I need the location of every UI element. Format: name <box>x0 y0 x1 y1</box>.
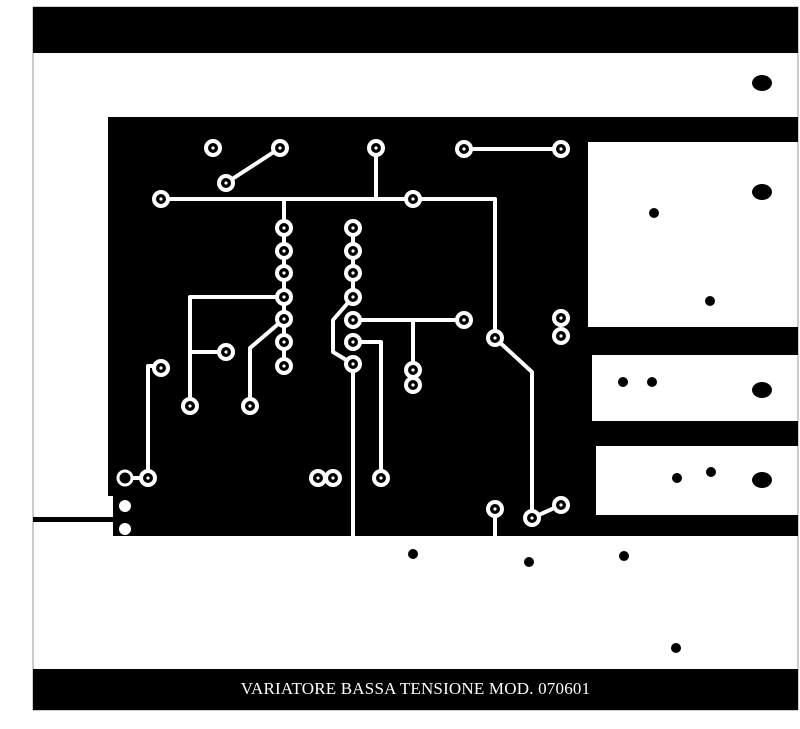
via <box>706 467 716 477</box>
pad-center <box>224 181 228 185</box>
trace <box>248 317 286 408</box>
pad-center <box>351 271 355 275</box>
trace <box>351 340 383 480</box>
via <box>705 296 715 306</box>
pad-center <box>282 317 286 321</box>
pad-center <box>188 404 192 408</box>
pad-center <box>493 507 497 511</box>
pad-center <box>411 197 415 201</box>
pad-center <box>351 340 355 344</box>
pads <box>139 139 570 527</box>
pad-center <box>559 503 563 507</box>
pad-center <box>351 318 355 322</box>
edge-connector <box>116 469 134 535</box>
via <box>524 557 534 567</box>
edge-pad <box>119 523 131 535</box>
via <box>408 549 418 559</box>
pad-center <box>462 147 466 151</box>
pad-center <box>282 249 286 253</box>
pad-center <box>316 476 320 480</box>
pad-center <box>351 249 355 253</box>
edge-trace-left <box>33 517 123 522</box>
pad-center <box>248 404 252 408</box>
bottom-copper-band <box>33 669 798 710</box>
pad-center <box>411 383 415 387</box>
pad-center <box>146 476 150 480</box>
hole <box>752 184 772 200</box>
pad-center <box>374 146 378 150</box>
mounting-holes <box>408 75 772 653</box>
pad-center <box>559 147 563 151</box>
pad-center <box>282 364 286 368</box>
trace <box>188 295 286 408</box>
via <box>618 377 628 387</box>
trace <box>224 146 282 185</box>
hole <box>752 75 772 91</box>
pad-center <box>282 295 286 299</box>
pad-center <box>159 366 163 370</box>
hole <box>752 382 772 398</box>
via <box>671 643 681 653</box>
pad-center <box>462 318 466 322</box>
edge-pad <box>119 500 131 512</box>
pad-center <box>559 334 563 338</box>
pad-center <box>159 197 163 201</box>
pad-center <box>282 271 286 275</box>
top-copper-band <box>33 7 798 53</box>
pad-center <box>278 146 282 150</box>
via <box>672 473 682 483</box>
pad-center <box>351 295 355 299</box>
via <box>649 208 659 218</box>
pad-center <box>351 226 355 230</box>
pad-center <box>530 516 534 520</box>
pad-center <box>493 336 497 340</box>
pad-center <box>351 362 355 366</box>
pad-center <box>282 340 286 344</box>
trace <box>331 295 355 366</box>
pad-center <box>282 226 286 230</box>
pad-center <box>411 368 415 372</box>
via <box>647 377 657 387</box>
pad-center <box>224 350 228 354</box>
pad-center <box>379 476 383 480</box>
pad-center <box>331 476 335 480</box>
trace <box>493 197 534 520</box>
pad-center <box>559 316 563 320</box>
pad-center <box>211 146 215 150</box>
via <box>619 551 629 561</box>
edge-pad <box>116 469 134 487</box>
hole <box>752 472 772 488</box>
